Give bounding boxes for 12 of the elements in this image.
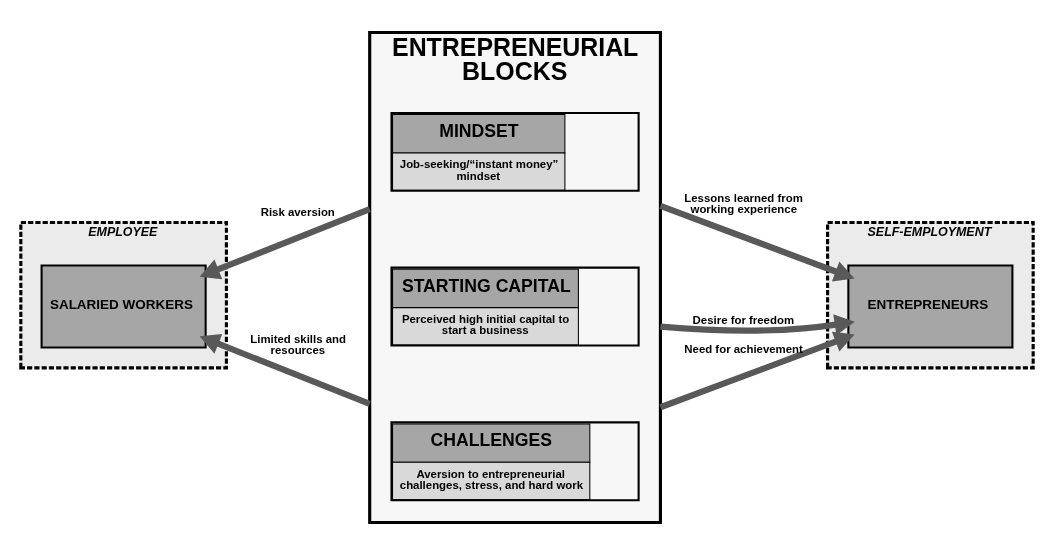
- edge-label: Limited skills and resources: [250, 332, 347, 356]
- node-box: SALARIED WORKERS: [40, 264, 207, 349]
- edge-label: Need for achievement: [684, 342, 803, 355]
- edge-label: Lessons learned from working experience: [684, 191, 803, 215]
- node-box: ENTREPRENEURS: [847, 264, 1014, 349]
- arrow: [199, 205, 371, 279]
- edge-label: Desire for freedom: [692, 313, 795, 326]
- arrow: [199, 333, 371, 407]
- arrow: [659, 202, 855, 281]
- arrow: [659, 331, 855, 410]
- edge-label: Risk aversion: [260, 205, 335, 218]
- arrow: [660, 313, 855, 335]
